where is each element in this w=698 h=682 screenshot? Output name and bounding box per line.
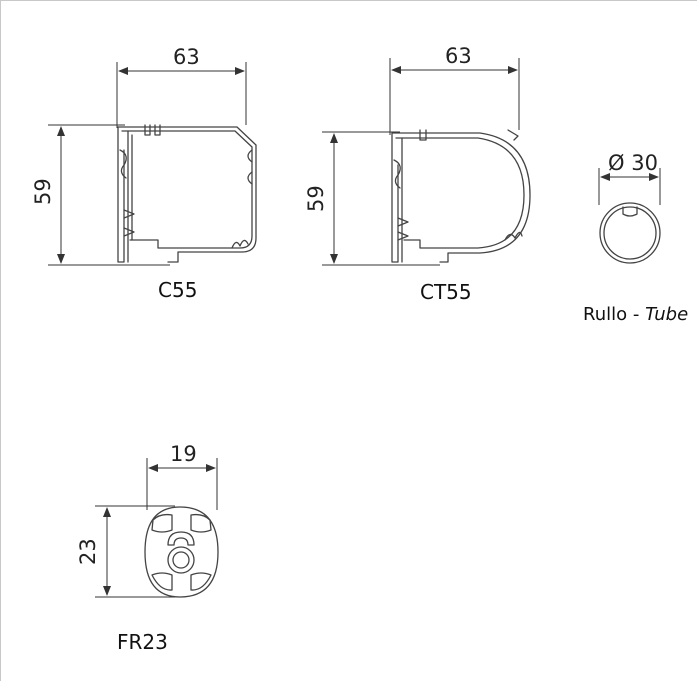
caption-rullo-main: Rullo -	[583, 304, 646, 325]
caption-rullo-italic: Tube	[645, 304, 689, 325]
fr23-width-dim: 19	[170, 442, 197, 466]
c55-width-dim: 63	[173, 45, 200, 69]
fr23-height-dim: 23	[76, 538, 100, 565]
ct55-width-dim: 63	[445, 44, 472, 68]
c55-height-dim: 59	[31, 178, 55, 205]
caption-fr23: FR23	[117, 630, 168, 654]
caption-ct55: CT55	[420, 280, 472, 304]
ct55-height-dim: 59	[304, 185, 328, 212]
caption-c55: C55	[158, 278, 198, 302]
rullo-diameter-dim: Ø 30	[608, 151, 658, 175]
profile-ct55-drawing: 63 59	[304, 44, 531, 266]
caption-rullo: Rullo - Tube	[583, 304, 688, 325]
profile-fr23-drawing: 19 23	[76, 442, 219, 598]
profile-c55-drawing: 63 59	[31, 45, 257, 266]
profile-rullo-drawing: Ø 30	[598, 151, 661, 264]
